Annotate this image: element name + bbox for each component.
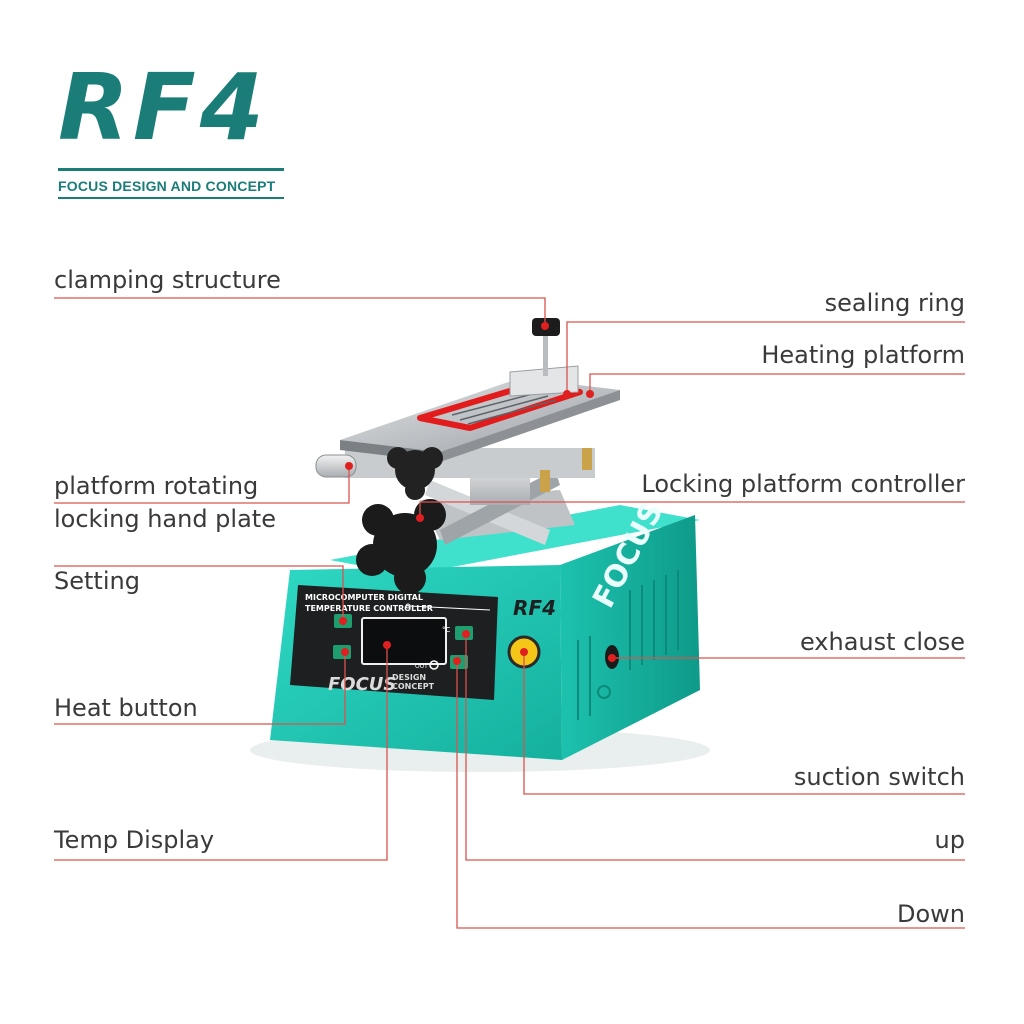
brand-logo-text: RF4	[58, 54, 268, 161]
label-sealing-ring: sealing ring	[824, 289, 965, 317]
panel-title-1: MICROCOMPUTER DIGITAL	[305, 593, 423, 602]
locking-platform-knob[interactable]	[387, 447, 443, 500]
label-locking-hand-plate: locking hand plate	[54, 505, 276, 533]
label-locking-platform-controller: Locking platform controller	[641, 470, 965, 498]
brand-logo-rule-top	[58, 168, 284, 171]
label-heating-platform: Heating platform	[761, 341, 965, 369]
panel-brand-sub-1: DESIGN	[392, 673, 426, 682]
panel-brand-sub-2: CONCEPT	[392, 682, 435, 691]
rotating-lock-handle[interactable]	[315, 454, 357, 478]
leader-clamping-structure	[54, 297, 546, 326]
heating-platform-edge-right	[440, 390, 620, 462]
leader-up	[465, 634, 965, 861]
label-exhaust-close: exhaust close	[799, 628, 965, 656]
leader-heat-button	[54, 652, 346, 725]
panel-brand: FOCUS	[328, 674, 396, 695]
brand-tagline: FOCUS DESIGN AND CONCEPT	[58, 178, 276, 194]
label-temp-display: Temp Display	[54, 826, 215, 854]
clamp-screw	[543, 334, 548, 376]
side-badge	[597, 685, 611, 699]
label-suction-switch: suction switch	[793, 763, 965, 791]
label-setting: Setting	[54, 567, 140, 595]
leader-platform-rotating	[54, 466, 350, 504]
label-down: Down	[896, 900, 965, 928]
leader-lines	[54, 297, 965, 929]
leader-sealing-ring	[566, 321, 965, 394]
leader-heating-platform	[589, 373, 965, 394]
panel-out-label: OUT	[415, 663, 428, 670]
panel-title-2: TEMPERATURE CONTROLLER	[305, 604, 433, 613]
leader-dots	[339, 322, 616, 665]
label-platform-rotating: platform rotating	[54, 472, 259, 500]
body-logo: RF4	[513, 596, 556, 620]
temp-unit: °C	[442, 626, 451, 634]
label-up: up	[934, 826, 965, 854]
locking-hand-knob[interactable]	[356, 499, 446, 594]
leader-locking-platform-controller	[419, 501, 965, 518]
brass-post-left	[540, 470, 550, 492]
label-heat-button: Heat button	[54, 694, 198, 722]
side-vents	[577, 570, 679, 720]
brass-post-right	[582, 448, 592, 470]
label-clamping-structure: clamping structure	[54, 266, 281, 294]
leader-temp-display	[54, 645, 388, 861]
brand-logo-rule-bottom	[58, 197, 284, 199]
clamp-block	[509, 365, 579, 397]
leader-down	[456, 661, 965, 929]
panel-dot	[405, 603, 411, 609]
temp-display-screen	[361, 617, 447, 665]
panel-out-jack	[429, 660, 439, 670]
platform-slots	[451, 391, 557, 425]
leader-suction-switch	[523, 652, 965, 795]
sealing-ring	[417, 382, 583, 431]
leader-setting	[54, 565, 344, 621]
panel-divider	[409, 605, 491, 611]
